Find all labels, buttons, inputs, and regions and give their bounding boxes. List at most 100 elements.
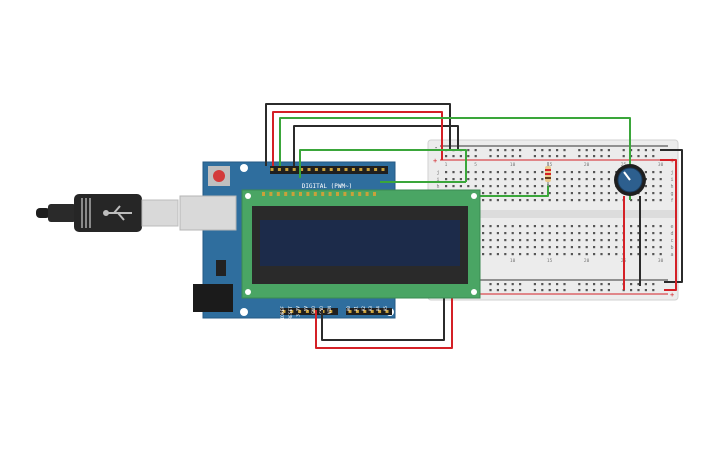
breadboard-hole[interactable]: [600, 225, 603, 228]
breadboard-hole[interactable]: [452, 178, 455, 181]
usb-cable[interactable]: [36, 194, 179, 232]
header-pin[interactable]: [374, 168, 378, 171]
header-pin[interactable]: [363, 310, 367, 313]
rail-hole[interactable]: [637, 289, 640, 292]
breadboard-hole[interactable]: [489, 199, 492, 202]
breadboard-hole[interactable]: [593, 171, 596, 174]
breadboard-hole[interactable]: [482, 178, 485, 181]
breadboard-hole[interactable]: [585, 171, 588, 174]
breadboard-hole[interactable]: [637, 253, 640, 256]
header-pin[interactable]: [381, 168, 385, 171]
rail-hole[interactable]: [600, 149, 603, 152]
breadboard-hole[interactable]: [533, 232, 536, 235]
rail-hole[interactable]: [452, 155, 455, 158]
breadboard-hole[interactable]: [467, 171, 470, 174]
breadboard-hole[interactable]: [659, 232, 662, 235]
breadboard-hole[interactable]: [541, 199, 544, 202]
breadboard-hole[interactable]: [570, 239, 573, 242]
breadboard-hole[interactable]: [659, 253, 662, 256]
breadboard-hole[interactable]: [593, 192, 596, 195]
breadboard-hole[interactable]: [474, 171, 477, 174]
rail-hole[interactable]: [630, 283, 633, 286]
breadboard-hole[interactable]: [637, 246, 640, 249]
rail-hole[interactable]: [504, 283, 507, 286]
header-pin[interactable]: [337, 168, 341, 171]
breadboard-hole[interactable]: [659, 199, 662, 202]
rail-hole[interactable]: [578, 289, 581, 292]
rail-hole[interactable]: [519, 289, 522, 292]
breadboard-hole[interactable]: [630, 199, 633, 202]
header-pin[interactable]: [370, 310, 374, 313]
breadboard-hole[interactable]: [570, 246, 573, 249]
breadboard-hole[interactable]: [489, 246, 492, 249]
breadboard-hole[interactable]: [533, 185, 536, 188]
rail-hole[interactable]: [630, 155, 633, 158]
breadboard-hole[interactable]: [578, 253, 581, 256]
rail-hole[interactable]: [585, 155, 588, 158]
breadboard-hole[interactable]: [504, 225, 507, 228]
breadboard-hole[interactable]: [489, 253, 492, 256]
breadboard-hole[interactable]: [526, 246, 529, 249]
lcd-pin[interactable]: [336, 192, 339, 196]
breadboard-hole[interactable]: [519, 178, 522, 181]
breadboard-hole[interactable]: [526, 192, 529, 195]
breadboard-hole[interactable]: [548, 246, 551, 249]
breadboard-hole[interactable]: [541, 225, 544, 228]
breadboard-hole[interactable]: [556, 192, 559, 195]
breadboard-hole[interactable]: [600, 246, 603, 249]
breadboard-hole[interactable]: [526, 253, 529, 256]
breadboard-hole[interactable]: [496, 178, 499, 181]
rail-hole[interactable]: [496, 149, 499, 152]
breadboard-hole[interactable]: [482, 239, 485, 242]
rail-hole[interactable]: [563, 283, 566, 286]
breadboard-hole[interactable]: [593, 225, 596, 228]
breadboard-hole[interactable]: [526, 171, 529, 174]
rail-hole[interactable]: [644, 155, 647, 158]
lcd-pin[interactable]: [291, 192, 295, 196]
rail-hole[interactable]: [556, 283, 559, 286]
rail-hole[interactable]: [489, 155, 492, 158]
rail-hole[interactable]: [578, 283, 581, 286]
rail-hole[interactable]: [459, 155, 462, 158]
breadboard-hole[interactable]: [593, 239, 596, 242]
breadboard-hole[interactable]: [600, 171, 603, 174]
rail-hole[interactable]: [644, 289, 647, 292]
rail-hole[interactable]: [600, 289, 603, 292]
breadboard-hole[interactable]: [563, 178, 566, 181]
rail-hole[interactable]: [637, 155, 640, 158]
breadboard-hole[interactable]: [533, 199, 536, 202]
lcd-pin[interactable]: [269, 192, 273, 196]
rail-hole[interactable]: [593, 289, 596, 292]
breadboard-hole[interactable]: [659, 239, 662, 242]
breadboard-hole[interactable]: [570, 225, 573, 228]
breadboard-hole[interactable]: [630, 225, 633, 228]
breadboard-hole[interactable]: [489, 225, 492, 228]
breadboard-hole[interactable]: [496, 185, 499, 188]
breadboard-hole[interactable]: [482, 253, 485, 256]
breadboard-hole[interactable]: [511, 232, 514, 235]
wire-black-bottom[interactable]: [321, 284, 445, 341]
wire-black-right-rail[interactable]: [660, 149, 683, 283]
breadboard-hole[interactable]: [570, 178, 573, 181]
breadboard-hole[interactable]: [637, 232, 640, 235]
breadboard-hole[interactable]: [585, 192, 588, 195]
lcd-pin[interactable]: [262, 192, 265, 196]
breadboard-hole[interactable]: [548, 239, 551, 242]
breadboard-hole[interactable]: [511, 239, 514, 242]
header-pin[interactable]: [282, 310, 286, 313]
breadboard-hole[interactable]: [585, 185, 588, 188]
breadboard-hole[interactable]: [511, 199, 514, 202]
breadboard-hole[interactable]: [630, 253, 633, 256]
breadboard-hole[interactable]: [615, 192, 618, 195]
breadboard-hole[interactable]: [585, 178, 588, 181]
breadboard-hole[interactable]: [519, 232, 522, 235]
rail-hole[interactable]: [511, 149, 514, 152]
breadboard-hole[interactable]: [637, 199, 640, 202]
rail-hole[interactable]: [556, 289, 559, 292]
breadboard-hole[interactable]: [548, 192, 551, 195]
rail-hole[interactable]: [548, 149, 551, 152]
lcd-pin[interactable]: [276, 192, 280, 196]
breadboard-hole[interactable]: [489, 178, 492, 181]
breadboard-hole[interactable]: [519, 185, 522, 188]
resistor[interactable]: [545, 162, 551, 186]
